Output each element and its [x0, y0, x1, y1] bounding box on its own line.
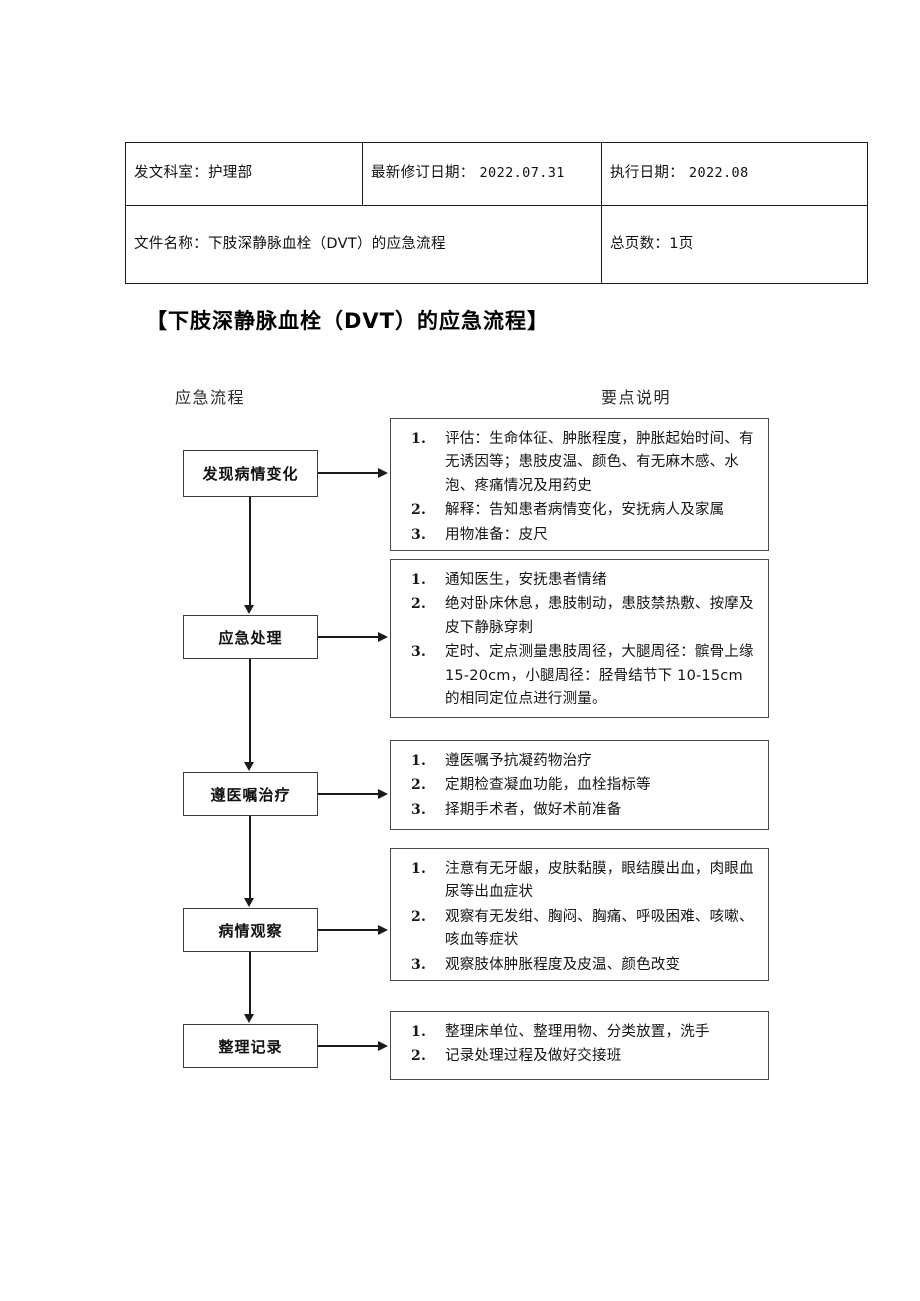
- list-item-text: 用物准备：皮尺: [445, 526, 548, 543]
- connector-step3-step4: [249, 816, 251, 899]
- list-marker: 2.: [411, 502, 427, 519]
- list-marker: 1.: [411, 1024, 427, 1040]
- list-item: 1. 整理床单位、整理用物、分类放置，洗手: [399, 1021, 758, 1044]
- list-marker: 3.: [411, 526, 427, 543]
- list-item-text: 整理床单位、整理用物、分类放置，洗手: [445, 1024, 710, 1040]
- note-box-1: 1. 评估：生命体征、肿胀程度，肿胀起始时间、有无诱因等；患肢皮温、颜色、有无麻木…: [390, 418, 769, 551]
- list-item: 3. 择期手术者，做好术前准备: [399, 799, 758, 822]
- list-marker: 2.: [411, 1048, 427, 1065]
- arrow-down-icon: [244, 762, 254, 771]
- arrow-right-icon: [378, 632, 388, 642]
- flow-step-label: 发现病情变化: [202, 465, 299, 483]
- list-item: 2. 观察有无发绀、胸闷、胸痛、呼吸困难、咳嗽、咳血等症状: [399, 906, 758, 953]
- list-marker: 1.: [411, 861, 427, 877]
- flow-column-heading: 应急流程: [175, 388, 246, 407]
- table-row: 发文科室：护理部 最新修订日期： 2022.07.31 执行日期： 2022.0…: [125, 142, 868, 206]
- flow-step-label: 整理记录: [218, 1037, 283, 1056]
- list-marker: 2.: [411, 777, 427, 794]
- list-item: 2. 记录处理过程及做好交接班: [399, 1045, 758, 1068]
- list-item: 1. 通知医生，安抚患者情绪: [399, 569, 758, 592]
- list-item-text: 遵医嘱予抗凝药物治疗: [445, 753, 592, 769]
- list-marker: 3.: [411, 956, 427, 973]
- note-box-2: 1. 通知医生，安抚患者情绪 2. 绝对卧床休息，患肢制动，患肢禁热敷、按摩及皮下静…: [390, 559, 769, 718]
- flow-step-4[interactable]: 病情观察: [183, 908, 318, 952]
- list-item-text: 观察有无发绀、胸闷、胸痛、呼吸困难、咳嗽、咳血等症状: [445, 908, 754, 949]
- list-item: 3. 观察肢体肿胀程度及皮温、颜色改变: [399, 954, 758, 977]
- execution-date-value: 2022.08: [688, 165, 749, 182]
- note-box-3: 1. 遵医嘱予抗凝药物治疗 2. 定期检查凝血功能，血栓指标等 3. 择期手术者，做好…: [390, 740, 769, 830]
- note-list: 1. 遵医嘱予抗凝药物治疗 2. 定期检查凝血功能，血栓指标等 3. 择期手术者，做好…: [399, 750, 758, 822]
- flow-step-label: 病情观察: [218, 921, 283, 940]
- list-item: 3. 用物准备：皮尺: [399, 524, 758, 547]
- arrow-right-icon: [378, 468, 388, 478]
- list-item: 1. 遵医嘱予抗凝药物治疗: [399, 750, 758, 773]
- list-marker: 1.: [411, 753, 427, 769]
- issuing-department-cell: 发文科室：护理部: [125, 142, 363, 206]
- list-item: 2. 解释：告知患者病情变化，安抚病人及家属: [399, 499, 758, 522]
- list-item: 3. 定时、定点测量患肢周径，大腿周径：髌骨上缘 15-20cm，小腿周径：胫骨结…: [399, 641, 758, 711]
- revision-date-cell: 最新修订日期： 2022.07.31: [362, 142, 602, 206]
- list-marker: 1.: [411, 431, 427, 447]
- document-header-table: 发文科室：护理部 最新修订日期： 2022.07.31 执行日期： 2022.0…: [125, 142, 868, 284]
- flow-step-label: 遵医嘱治疗: [210, 785, 291, 804]
- revision-date-label: 最新修订日期：: [371, 165, 475, 182]
- revision-date-value: 2022.07.31: [479, 165, 565, 182]
- connector-step3-note3: [318, 793, 380, 795]
- note-box-5: 1. 整理床单位、整理用物、分类放置，洗手 2. 记录处理过程及做好交接班: [390, 1011, 769, 1080]
- list-item-text: 择期手术者，做好术前准备: [445, 801, 622, 818]
- flow-step-1[interactable]: 发现病情变化: [183, 450, 318, 497]
- list-item-text: 评估：生命体征、肿胀程度，肿胀起始时间、有无诱因等；患肢皮温、颜色、有无麻木感、…: [445, 431, 754, 494]
- connector-step4-note4: [318, 929, 380, 931]
- connector-step1-step2: [249, 497, 251, 606]
- list-item-text: 解释：告知患者病情变化，安抚病人及家属: [445, 502, 725, 519]
- connector-step1-note1: [318, 472, 380, 474]
- arrow-right-icon: [378, 789, 388, 799]
- note-list: 1. 注意有无牙龈，皮肤黏膜，眼结膜出血，肉眼血尿等出血症状 2. 观察有无发绀、胸…: [399, 858, 758, 977]
- execution-date-cell: 执行日期： 2022.08: [601, 142, 868, 206]
- list-item-text: 定时、定点测量患肢周径，大腿周径：髌骨上缘 15-20cm，小腿周径：胫骨结节下…: [445, 644, 754, 708]
- list-marker: 2.: [411, 908, 427, 925]
- connector-step2-step3: [249, 659, 251, 763]
- arrow-down-icon: [244, 605, 254, 614]
- list-item-text: 绝对卧床休息，患肢制动，患肢禁热敷、按摩及皮下静脉穿刺: [445, 596, 754, 636]
- arrow-right-icon: [378, 1041, 388, 1051]
- note-list: 1. 评估：生命体征、肿胀程度，肿胀起始时间、有无诱因等；患肢皮温、颜色、有无麻木…: [399, 428, 758, 547]
- list-marker: 1.: [411, 572, 427, 588]
- page-title: 【下肢深静脉血栓（DVT）的应急流程】: [146, 309, 550, 333]
- flow-step-2[interactable]: 应急处理: [183, 615, 318, 659]
- flow-step-5[interactable]: 整理记录: [183, 1024, 318, 1068]
- arrow-down-icon: [244, 1014, 254, 1023]
- connector-step4-step5: [249, 952, 251, 1015]
- list-item-text: 通知医生，安抚患者情绪: [445, 572, 607, 588]
- note-box-4: 1. 注意有无牙龈，皮肤黏膜，眼结膜出血，肉眼血尿等出血症状 2. 观察有无发绀、胸…: [390, 848, 769, 981]
- note-list: 1. 通知医生，安抚患者情绪 2. 绝对卧床休息，患肢制动，患肢禁热敷、按摩及皮下静…: [399, 569, 758, 712]
- flow-step-label: 应急处理: [218, 628, 283, 647]
- list-item: 1. 注意有无牙龈，皮肤黏膜，眼结膜出血，肉眼血尿等出血症状: [399, 858, 758, 905]
- execution-date-label: 执行日期：: [610, 165, 684, 182]
- connector-step2-note2: [318, 636, 380, 638]
- connector-step5-note5: [318, 1045, 380, 1047]
- list-marker: 2.: [411, 596, 427, 613]
- note-list: 1. 整理床单位、整理用物、分类放置，洗手 2. 记录处理过程及做好交接班: [399, 1021, 758, 1069]
- list-item-text: 观察肢体肿胀程度及皮温、颜色改变: [445, 956, 681, 973]
- list-item-text: 记录处理过程及做好交接班: [445, 1048, 622, 1065]
- arrow-down-icon: [244, 898, 254, 907]
- table-row: 文件名称：下肢深静脉血栓（DVT）的应急流程 总页数：1页: [125, 205, 868, 284]
- list-item-text: 注意有无牙龈，皮肤黏膜，眼结膜出血，肉眼血尿等出血症状: [445, 861, 754, 901]
- file-name-cell: 文件名称：下肢深静脉血栓（DVT）的应急流程: [125, 205, 602, 284]
- flow-step-3[interactable]: 遵医嘱治疗: [183, 772, 318, 816]
- list-item: 2. 定期检查凝血功能，血栓指标等: [399, 774, 758, 797]
- total-pages-cell: 总页数：1页: [601, 205, 868, 284]
- list-marker: 3.: [411, 801, 427, 818]
- list-item: 2. 绝对卧床休息，患肢制动，患肢禁热敷、按摩及皮下静脉穿刺: [399, 593, 758, 640]
- list-marker: 3.: [411, 644, 427, 661]
- notes-column-heading: 要点说明: [601, 388, 672, 407]
- list-item: 1. 评估：生命体征、肿胀程度，肿胀起始时间、有无诱因等；患肢皮温、颜色、有无麻木…: [399, 428, 758, 498]
- arrow-right-icon: [378, 925, 388, 935]
- list-item-text: 定期检查凝血功能，血栓指标等: [445, 777, 651, 794]
